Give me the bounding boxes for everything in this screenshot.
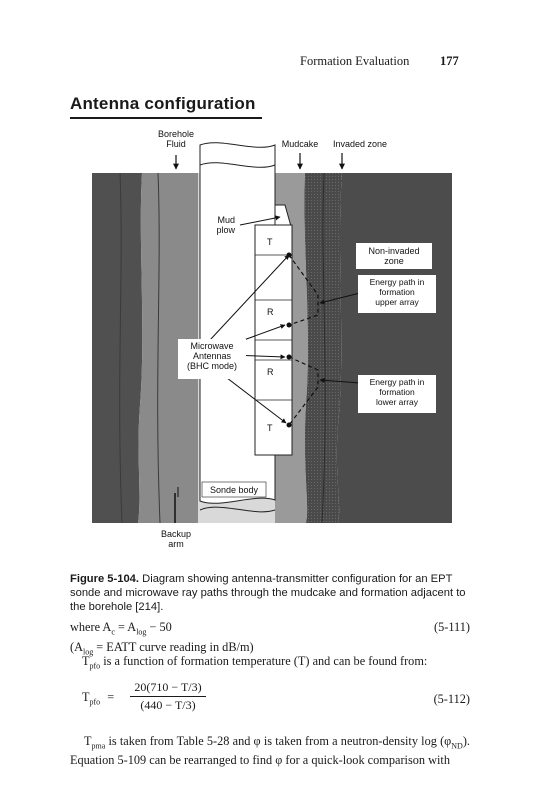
label-t-upper: T	[267, 237, 273, 247]
page-number: 177	[440, 54, 459, 68]
running-head: Formation Evaluation 177	[300, 54, 460, 69]
label-mudcake: Mudcake	[282, 139, 319, 149]
tpfo-t: T	[82, 654, 90, 668]
eq2-equals: =	[107, 690, 115, 704]
tpfo-text: is a function of formation temperature (…	[100, 654, 428, 668]
label-t-lower: T	[267, 423, 273, 433]
right-zone-lines	[321, 172, 326, 524]
equation-5-112-lhs: Tpfo =	[82, 690, 114, 706]
leader-energy-upper	[319, 292, 361, 305]
leader-energy-lower	[319, 377, 361, 384]
label-mud-1: Mud	[217, 215, 235, 225]
label-borehole-2: Fluid	[166, 139, 186, 149]
eq2-lhs-sub: pfo	[89, 697, 101, 707]
invaded-zone	[304, 173, 342, 523]
energy-path-upper	[288, 254, 319, 326]
label-energy-upper-1: Energy path in	[370, 277, 425, 287]
running-head-title: Formation Evaluation	[300, 54, 410, 68]
label-invaded-zone: Invaded zone	[333, 139, 387, 149]
left-mudcake	[138, 173, 198, 523]
label-borehole-1: Borehole	[158, 129, 194, 139]
label-r-lower: R	[267, 367, 274, 377]
eq2-numerator: 20(710 − T/3)	[130, 680, 206, 697]
label-r-upper: R	[267, 307, 274, 317]
def-open: (A	[70, 640, 83, 654]
label-non-invaded-1: Non-invaded	[368, 246, 419, 256]
label-energy-lower-1: Energy path in	[370, 377, 425, 387]
sonde-top-curve	[199, 162, 276, 168]
label-microwave-2: Antennas	[193, 351, 232, 361]
figure-caption: Figure 5-104. Diagram showing antenna-tr…	[70, 572, 470, 614]
label-mud-2: plow	[216, 225, 235, 235]
figure-caption-text: Diagram showing antenna-transmitter conf…	[70, 573, 466, 613]
label-sonde-body: Sonde body	[210, 485, 259, 495]
p1-t: T	[84, 734, 92, 748]
definition-tpfo: Tpfo is a function of formation temperat…	[82, 654, 427, 670]
label-bg-microwave	[178, 339, 246, 379]
eq1-sub-c: c	[111, 627, 115, 637]
def-text: = EATT curve reading in dB/m)	[93, 640, 254, 654]
label-energy-upper-2: formation	[379, 287, 415, 297]
label-energy-upper-3: upper array	[375, 297, 419, 307]
label-bg-sonde	[201, 481, 267, 498]
sonde-bottom-curve	[199, 506, 276, 513]
left-formation	[92, 173, 143, 523]
tpfo-sub: pfo	[89, 661, 101, 671]
label-microwave-3: (BHC mode)	[187, 361, 237, 371]
label-bg-energy-lower	[358, 375, 436, 413]
eq1-where: where A	[70, 620, 112, 634]
energy-path-lower	[288, 356, 319, 426]
label-microwave-1: Microwave	[190, 341, 233, 351]
p1-text-b: ).	[462, 734, 470, 748]
label-bg-non-invaded	[356, 243, 432, 269]
equation-number-5-111: (5-111)	[434, 620, 470, 634]
p2-text: Equation 5-109 can be rearranged to find…	[70, 753, 450, 768]
label-bg-energy-upper	[358, 275, 436, 313]
eq2-lhs-t: T	[82, 690, 90, 704]
left-zone-lines	[119, 172, 161, 524]
equation-5-112-fraction: 20(710 − T/3) (440 − T/3)	[118, 680, 218, 713]
section-title: Antenna configuration	[70, 94, 256, 113]
eq2-denominator: (440 − T/3)	[140, 698, 196, 712]
equation-5-111: where Ac = Alog − 50	[70, 620, 172, 636]
label-energy-lower-3: lower array	[376, 397, 419, 407]
label-backup-1: Backup	[161, 529, 191, 539]
label-backup-2: arm	[168, 539, 184, 549]
definition-alog: (Alog = EATT curve reading in dB/m)	[70, 640, 254, 656]
body-paragraph: Tpma is taken from Table 5-28 and φ is t…	[70, 734, 470, 768]
title-underline	[70, 117, 262, 119]
eq1-sub-log: log	[136, 627, 147, 637]
equation-number-5-112: (5-112)	[433, 692, 470, 706]
p1-sub2: ND	[451, 741, 463, 751]
label-non-invaded-2: zone	[384, 256, 404, 266]
antenna-diagram: Borehole Fluid Mudcake Invaded zone Mud …	[92, 129, 452, 549]
non-invaded-zone	[336, 173, 452, 523]
p1-sub: pma	[91, 741, 106, 751]
label-energy-lower-2: formation	[379, 387, 415, 397]
def-sub: log	[82, 647, 94, 657]
eq1-mid: = A	[114, 620, 137, 634]
eq1-end: − 50	[146, 620, 172, 634]
p1-text-a: is taken from Table 5-28 and φ is taken …	[105, 734, 452, 748]
leader-mud-plow	[239, 215, 281, 226]
leader-microwave-1	[209, 254, 290, 341]
figure-label: Figure 5-104.	[70, 573, 140, 585]
